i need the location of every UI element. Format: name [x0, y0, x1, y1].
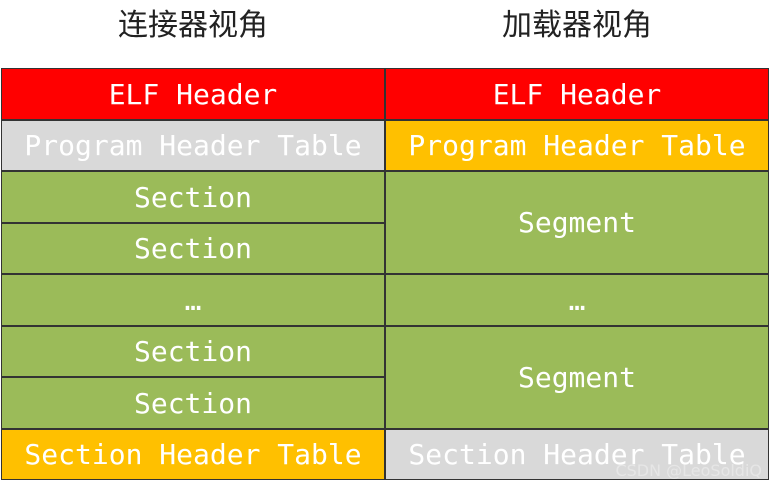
loader-segment-1: Segment	[385, 171, 769, 274]
linker-section-2: Section	[1, 223, 385, 274]
linker-elf-header: ELF Header	[1, 68, 385, 120]
loader-segment-2: Segment	[385, 326, 769, 429]
loader-view-title: 加载器视角	[502, 8, 652, 43]
linker-section-3: Section	[1, 326, 385, 377]
watermark: CSDN @LeoSoldiQ	[615, 461, 762, 480]
loader-section-header-table: Section Header Table	[385, 429, 769, 480]
linker-ellipsis: …	[1, 274, 385, 326]
loader-ellipsis: …	[385, 274, 769, 326]
linker-program-header-table: Program Header Table	[1, 120, 385, 171]
linker-section-1: Section	[1, 171, 385, 223]
linker-section-header-table: Section Header Table	[1, 429, 385, 480]
loader-program-header-table: Program Header Table	[385, 120, 769, 171]
loader-elf-header: ELF Header	[385, 68, 769, 120]
linker-section-4: Section	[1, 377, 385, 429]
linker-view-title: 连接器视角	[118, 8, 268, 43]
